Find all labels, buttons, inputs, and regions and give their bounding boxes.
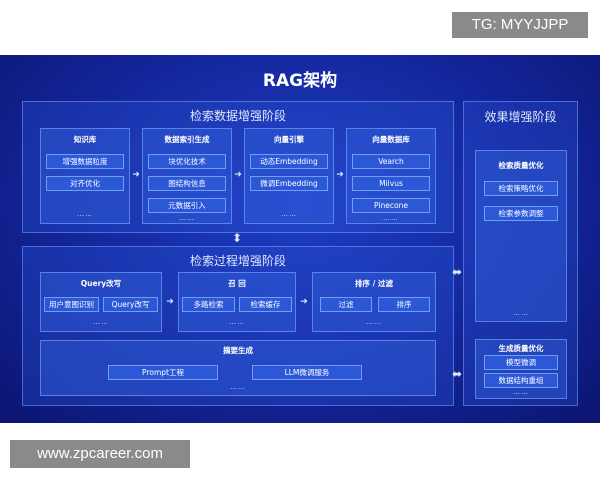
arrow-right-icon: ➜ xyxy=(166,297,174,307)
item-prompt-engineering: Prompt工程 xyxy=(108,365,218,380)
more-dots: …… xyxy=(93,318,109,326)
card-rank-filter-title: 排序 / 过滤 xyxy=(355,279,393,288)
item-retrieval-cache: 检索缓存 xyxy=(239,297,292,312)
item-chunk-optimization: 块优化技术 xyxy=(148,154,226,169)
item-data-restructure: 数据结构重组 xyxy=(484,373,558,388)
item-model-finetune: 模型微调 xyxy=(484,355,558,370)
retrieval-process-title: 检索过程增强阶段 xyxy=(189,254,286,268)
item-metadata: 元数据引入 xyxy=(148,198,226,213)
card-summary-generation xyxy=(40,340,436,396)
vertical-double-arrow-icon: ⬍ xyxy=(231,231,243,245)
effect-title: 效果增强阶段 xyxy=(484,110,557,124)
more-dots: …… xyxy=(230,383,246,391)
more-dots: …… xyxy=(513,309,529,317)
card-query-rewrite-title: Query改写 xyxy=(80,279,122,288)
item-rank: 排序 xyxy=(378,297,430,312)
item-intent-recognition: 用户意图识别 xyxy=(44,297,99,312)
card-summary-title: 摘要生成 xyxy=(223,346,253,355)
item-vearch: Vearch xyxy=(352,154,430,169)
card-vector-db-title: 向量数据库 xyxy=(372,135,410,144)
item-dynamic-embedding: 动态Embedding xyxy=(250,154,328,169)
item-finetune-embedding: 微调Embedding xyxy=(250,176,328,191)
item-multi-retrieval: 多路检索 xyxy=(182,297,235,312)
item-llm-finetune: LLM微调服务 xyxy=(252,365,362,380)
diagram-title: RAG架构 xyxy=(262,71,338,91)
effect-panel xyxy=(463,101,578,406)
more-dots: …… xyxy=(281,210,297,218)
card-vector-engine-title: 向量引擎 xyxy=(274,135,304,144)
more-dots: …… xyxy=(513,388,529,396)
card-knowledge-base-title: 知识库 xyxy=(73,135,97,144)
card-retrieval-quality xyxy=(475,150,567,322)
item-strategy-optimization: 检索策略优化 xyxy=(484,181,558,196)
item-graph-info: 图结构信息 xyxy=(148,176,226,191)
item-data-granularity: 增强数据粒度 xyxy=(46,154,124,169)
card-index-generation-title: 数据索引生成 xyxy=(164,135,210,144)
arrow-right-icon: ➜ xyxy=(132,170,140,180)
arrow-right-icon: ➜ xyxy=(336,170,344,180)
item-pinecone: Pinecone xyxy=(352,198,430,213)
horizontal-double-arrow-icon: ⬌ xyxy=(451,265,463,279)
more-dots: …… xyxy=(383,214,399,222)
watermark-url: www.zpcareer.com xyxy=(10,440,190,468)
card-generation-quality-title: 生成质量优化 xyxy=(498,344,544,353)
card-retrieval-quality-title: 检索质量优化 xyxy=(498,161,544,170)
item-filter: 过滤 xyxy=(320,297,372,312)
arrow-right-icon: ➜ xyxy=(300,297,308,307)
more-dots: …… xyxy=(77,210,93,218)
watermark-tg: TG: MYYJJPP xyxy=(452,12,588,38)
arrow-right-icon: ➜ xyxy=(234,170,242,180)
item-alignment: 对齐优化 xyxy=(46,176,124,191)
more-dots: …… xyxy=(179,214,195,222)
retrieval-data-title: 检索数据增强阶段 xyxy=(189,109,286,123)
more-dots: …… xyxy=(229,318,245,326)
horizontal-double-arrow-icon: ⬌ xyxy=(451,367,463,381)
card-recall-title: 召 回 xyxy=(228,279,246,288)
item-milvus: Milvus xyxy=(352,176,430,191)
item-parameter-tuning: 检索参数调整 xyxy=(484,206,558,221)
item-query-rewrite: Query改写 xyxy=(103,297,158,312)
more-dots: …… xyxy=(366,318,382,326)
